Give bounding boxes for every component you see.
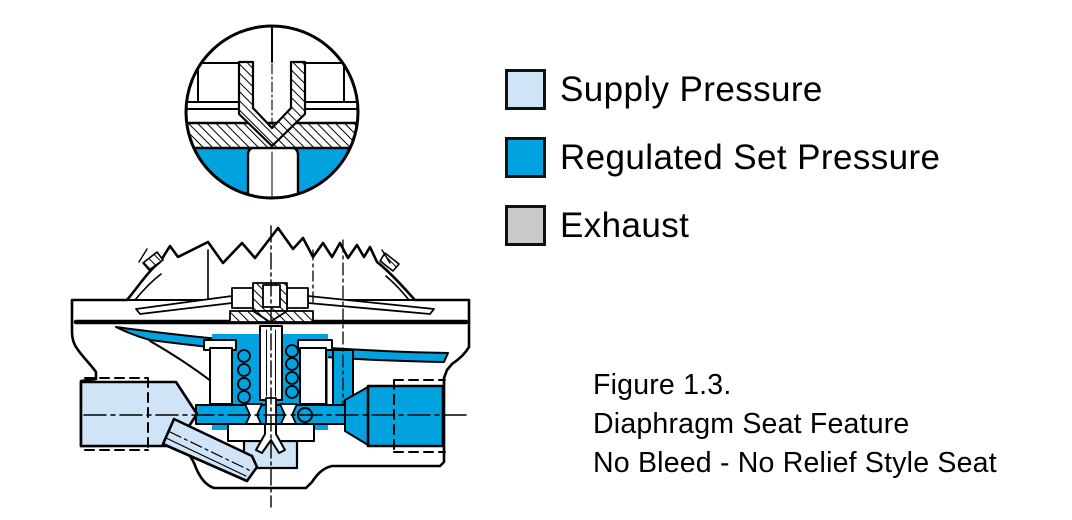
bonnet-wall-right (385, 275, 410, 301)
legend-label: Supply Pressure (560, 69, 823, 109)
detail-view-outline (184, 24, 360, 200)
legend-item-regulated: Regulated Set Pressure (505, 137, 940, 178)
legend: Supply Pressure Regulated Set Pressure E… (505, 69, 940, 246)
bonnet-wall-left (134, 273, 162, 301)
supply-pressure-swatch (505, 69, 546, 110)
thread-hidden-lines (84, 377, 446, 453)
upper-spring-seat-right (286, 287, 309, 309)
legend-label: Regulated Set Pressure (560, 137, 941, 177)
spring-coils (237, 344, 299, 404)
caption-line-3: No Bleed - No Relief Style Seat (593, 447, 997, 479)
legend-item-exhaust: Exhaust (505, 205, 940, 246)
figure-caption: Figure 1.3. Diaphragm Seat Feature No Bl… (593, 366, 997, 483)
legend-item-supply: Supply Pressure (505, 69, 940, 110)
detail-seat-retainer (237, 60, 307, 148)
spring-housing (203, 339, 333, 405)
vent-tick-left (138, 248, 148, 263)
gallery-centerline (169, 431, 252, 472)
regulated-set-pressure-swatch (505, 137, 546, 178)
inlet-gallery (161, 417, 259, 483)
retainer-nut-v (252, 310, 288, 323)
exhaust-swatch (505, 205, 546, 246)
outlet-port (366, 384, 445, 448)
upper-spring-seat-left (231, 287, 254, 309)
caption-line-1: Figure 1.3. (593, 369, 732, 401)
vent-nub-left (142, 251, 164, 271)
stem-fork (255, 423, 286, 454)
seat-detail-view (184, 24, 360, 200)
regulator-cross-section (70, 225, 471, 508)
inlet-gallery-facet (165, 437, 247, 477)
caption-line-2: Diaphragm Seat Feature (593, 408, 910, 440)
legend-label: Exhaust (560, 205, 690, 245)
vent-tick-right (381, 249, 391, 264)
